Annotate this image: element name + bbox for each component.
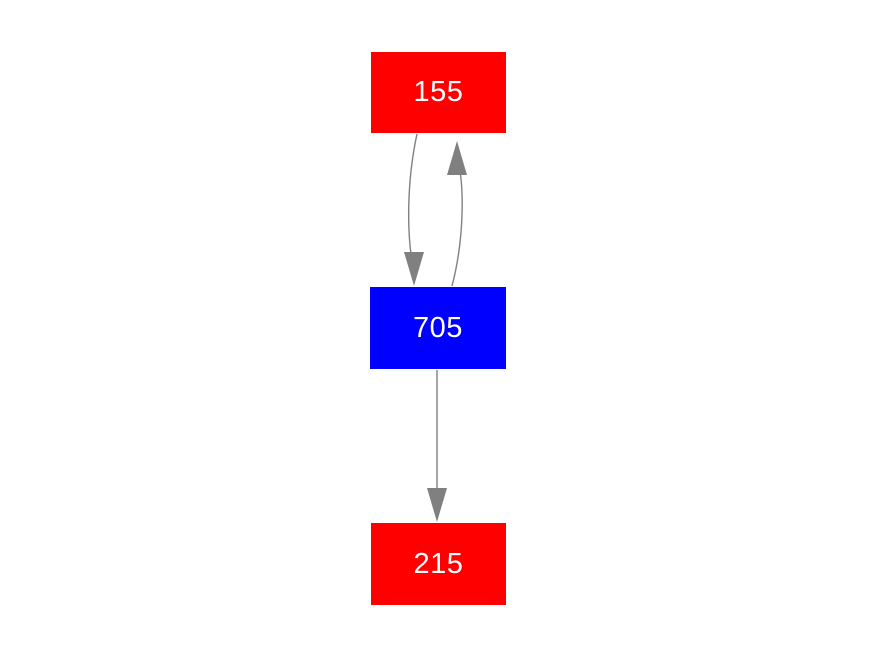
edge-705-to-215-arrowhead-icon	[427, 488, 447, 522]
graph-node-155-label: 155	[413, 76, 464, 108]
graph-node-215[interactable]: 215	[371, 523, 506, 605]
edge-705-to-155-arrowhead-icon	[447, 141, 467, 175]
graph-node-215-label: 215	[413, 547, 464, 580]
edge-705-to-155-path	[451, 155, 463, 287]
graph-node-155[interactable]: 155	[371, 52, 506, 133]
graph-node-705[interactable]: 705	[370, 287, 506, 369]
edge-155-to-705-arrowhead-icon	[404, 252, 424, 286]
edge-155-to-705[interactable]	[404, 133, 424, 286]
edge-705-to-215[interactable]	[427, 370, 447, 522]
graph-node-705-label: 705	[413, 311, 463, 344]
edge-155-to-705-path	[407, 133, 418, 273]
edge-705-to-155[interactable]	[447, 141, 467, 287]
